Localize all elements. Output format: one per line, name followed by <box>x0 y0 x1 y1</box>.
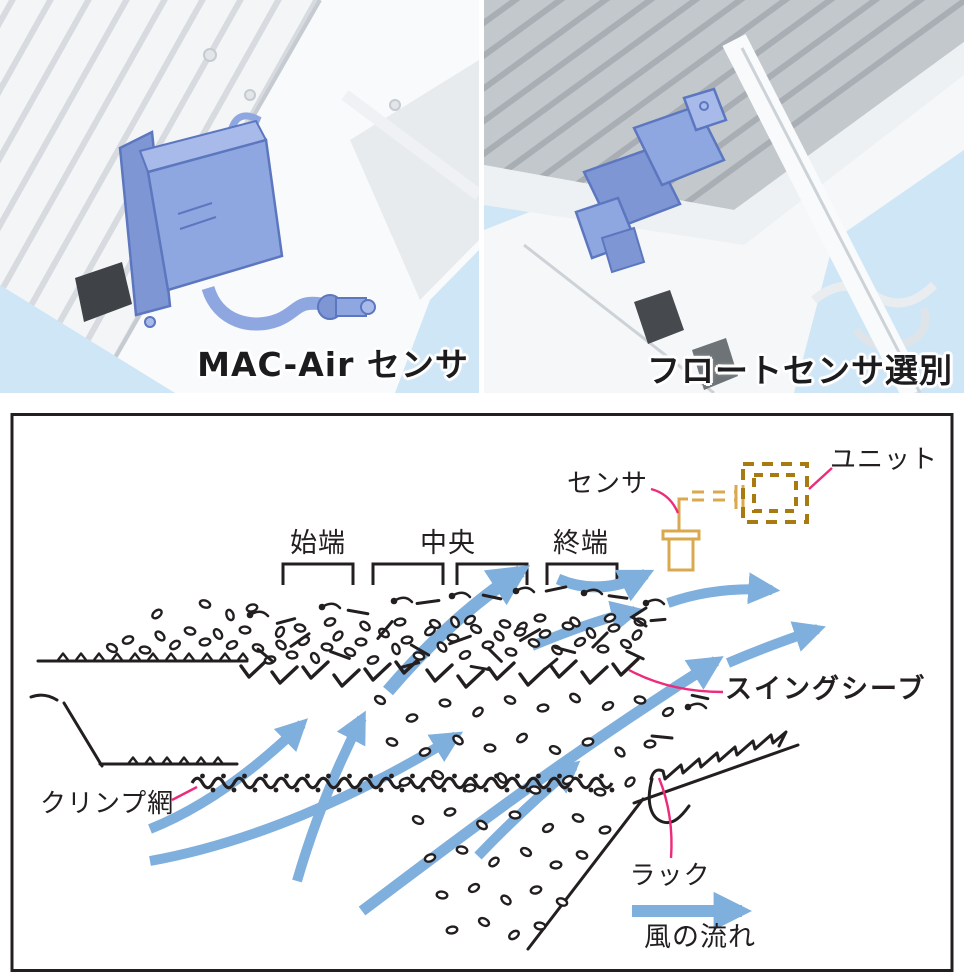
diagram-frame <box>10 413 954 972</box>
label-unit: ユニット <box>830 445 938 475</box>
rack-hook <box>647 777 691 825</box>
bracket-start <box>281 562 355 585</box>
label-crimp-mesh: クリンプ網 <box>40 789 174 819</box>
float-sensor-part <box>574 87 728 274</box>
chaff-marks <box>246 585 710 740</box>
caption-mac-air-sensor: MAC-Air センサ <box>197 345 469 384</box>
label-sensor: センサ <box>567 469 648 499</box>
bracket-center-a <box>371 562 445 585</box>
mac-air-sensor-part <box>118 112 376 331</box>
label-swing-sieve: スイングシーブ <box>725 673 926 705</box>
left-chute-top <box>29 693 59 702</box>
unit-icon <box>741 462 809 524</box>
rack-serration <box>649 730 788 781</box>
label-section-center: 中央 <box>420 528 476 559</box>
leader-lines <box>171 467 833 859</box>
photo-mac-air-sensor <box>0 0 479 393</box>
pan-serrations <box>57 652 249 765</box>
diagram-labels: センサ ユニット 始端 中央 終端 スイングシーブ クリンプ網 ラック 風の流れ <box>40 445 938 953</box>
sensor-icon <box>661 485 745 572</box>
label-section-end: 終端 <box>553 528 609 559</box>
leader-crimp-mesh <box>171 785 198 802</box>
leader-sensor <box>650 487 680 514</box>
rack-lower-edge <box>526 797 645 951</box>
photo-float-sensor <box>484 0 964 393</box>
label-section-start: 始端 <box>290 528 346 559</box>
beam-foreground <box>722 34 926 393</box>
leader-unit <box>808 467 833 490</box>
label-rack: ラック <box>629 861 710 891</box>
rack-upper-edge <box>632 743 800 805</box>
left-chute-slope <box>62 701 104 768</box>
label-wind-flow: 風の流れ <box>644 922 756 953</box>
caption-float-sensor: フロートセンサ選別 <box>647 351 953 390</box>
leader-rack <box>657 777 673 859</box>
leader-swing-sieve <box>628 668 724 694</box>
